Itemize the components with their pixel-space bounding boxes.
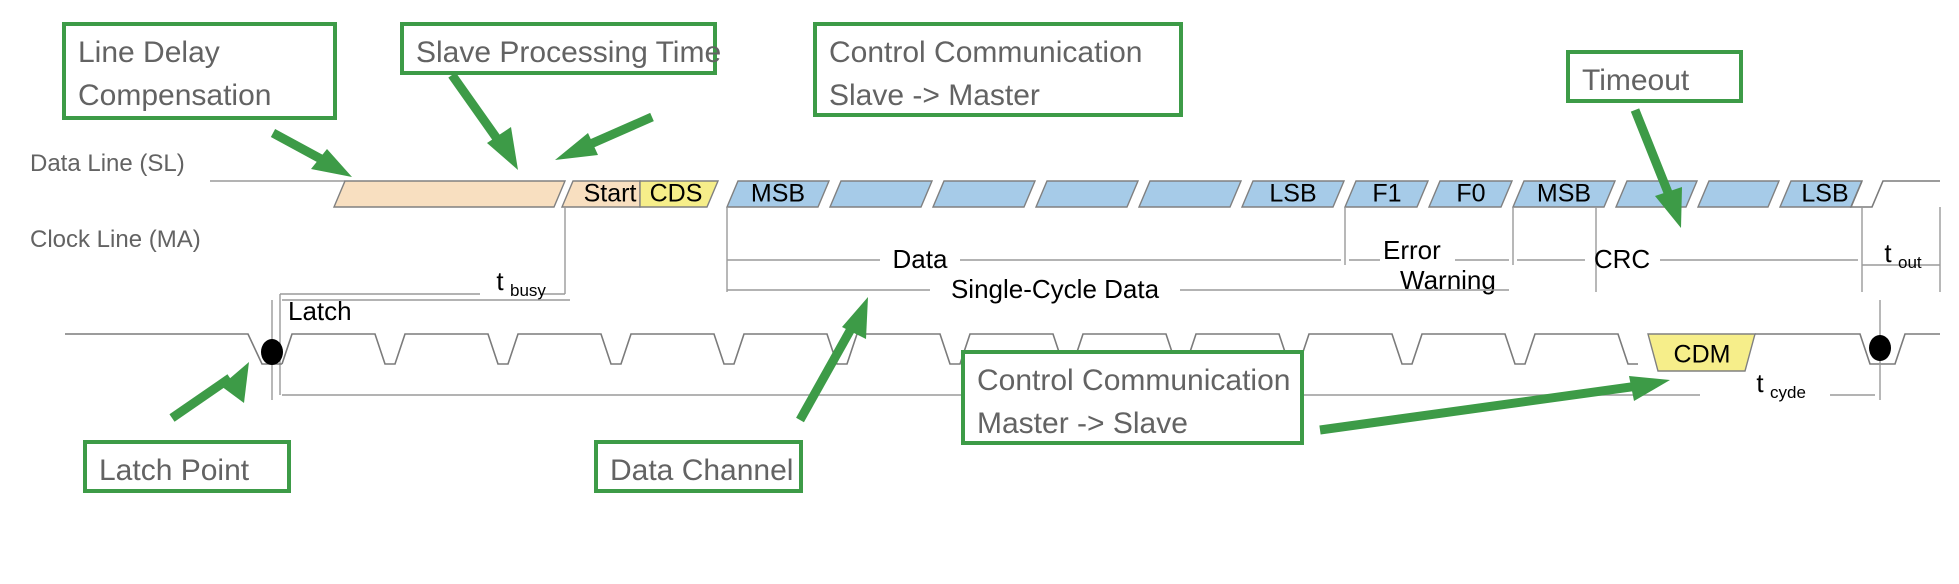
- callout-control-comm-slave-master[interactable]: Control Communication Slave -> Master: [813, 22, 1183, 117]
- arrow-control-comm-slave-master: [555, 112, 654, 160]
- callout-control-comm-master-slave-line-2: Master -> Slave: [977, 406, 1188, 440]
- span-label-t-busy-base: t: [496, 266, 504, 296]
- clock-waveform: CDM: [65, 333, 1940, 372]
- data-cell-crc-msb-label: MSB: [1537, 180, 1591, 208]
- data-cell-cds: CDS: [639, 180, 720, 208]
- data-cells-flags: F1 F0: [1343, 180, 1514, 208]
- callout-data-channel-line-1: Data Channel: [610, 454, 794, 487]
- callout-latch-point[interactable]: Latch Point: [83, 440, 291, 493]
- callout-control-comm-slave-master-line-2: Slave -> Master: [829, 78, 1040, 112]
- data-cell-cds-label: CDS: [650, 180, 703, 208]
- latch-bracket: Latch: [282, 296, 570, 326]
- data-cell-lsb-label: LSB: [1269, 180, 1316, 208]
- data-cell-msb-label: MSB: [751, 180, 805, 208]
- data-cells-payload: MSB LSB: [725, 180, 1346, 208]
- callout-control-comm-master-slave-line-1: Control Communication: [977, 364, 1291, 397]
- arrow-line-delay-compensation: [270, 129, 352, 177]
- span-label-single-cycle-data: Single-Cycle Data: [951, 274, 1160, 304]
- callout-slave-processing-time-line-1: Slave Processing Time: [416, 36, 722, 69]
- data-cell-f0-label: F0: [1456, 180, 1485, 208]
- span-label-latch: Latch: [288, 296, 352, 326]
- callout-slave-processing-time[interactable]: Slave Processing Time: [400, 22, 722, 75]
- callout-control-comm-slave-master-line-1: Control Communication: [829, 36, 1143, 69]
- clock-cell-cdm-label: CDM: [1674, 341, 1731, 369]
- arrow-timeout: [1630, 108, 1682, 228]
- data-cell-busy: [332, 180, 567, 208]
- callout-data-channel[interactable]: Data Channel: [594, 440, 803, 493]
- callout-line-delay-compensation-line-2: Compensation: [78, 78, 272, 112]
- data-line-span-brackets: Data Error Warning CRC Single-Cycle Data…: [564, 207, 1941, 304]
- callout-line-delay-compensation[interactable]: Line Delay Compensation: [62, 22, 337, 120]
- latch-point-marker-left: [261, 300, 283, 400]
- arrow-slave-processing-time: [448, 72, 518, 170]
- span-label-t-cycle-sub: cyde: [1770, 383, 1806, 402]
- row-label-clock-line: Clock Line (MA): [30, 226, 201, 253]
- span-label-t-cycle-base: t: [1756, 368, 1764, 398]
- callout-timeout-line-1: Timeout: [1582, 64, 1690, 97]
- arrow-data-channel: [796, 297, 868, 423]
- data-cell-crc-lsb-label: LSB: [1801, 180, 1848, 208]
- arrow-control-comm-master-slave: [1319, 376, 1670, 435]
- data-line-tail: [1849, 180, 1940, 208]
- span-label-error: Error: [1383, 235, 1441, 265]
- span-label-crc: CRC: [1594, 244, 1650, 274]
- span-label-t-out-base: t: [1884, 238, 1892, 268]
- callout-latch-point-line-1: Latch Point: [99, 454, 250, 487]
- span-label-data: Data: [893, 244, 948, 274]
- callout-line-delay-compensation-line-1: Line Delay: [78, 36, 220, 69]
- span-label-t-out-sub: out: [1898, 253, 1922, 272]
- row-label-data-line: Data Line (SL): [30, 150, 185, 177]
- callout-control-comm-master-slave[interactable]: Control Communication Master -> Slave: [961, 350, 1304, 445]
- data-cell-f1-label: F1: [1372, 180, 1401, 208]
- callout-timeout[interactable]: Timeout: [1566, 50, 1743, 103]
- arrow-latch-point: [169, 362, 249, 422]
- t-busy-bracket: t busy: [279, 266, 566, 395]
- span-label-t-busy-sub: busy: [510, 281, 546, 300]
- latch-point-marker-right: [1869, 300, 1891, 400]
- data-cells-crc: MSB LSB: [1511, 180, 1864, 208]
- data-cell-start: Start: [560, 180, 641, 208]
- data-cell-start-label: Start: [584, 180, 637, 208]
